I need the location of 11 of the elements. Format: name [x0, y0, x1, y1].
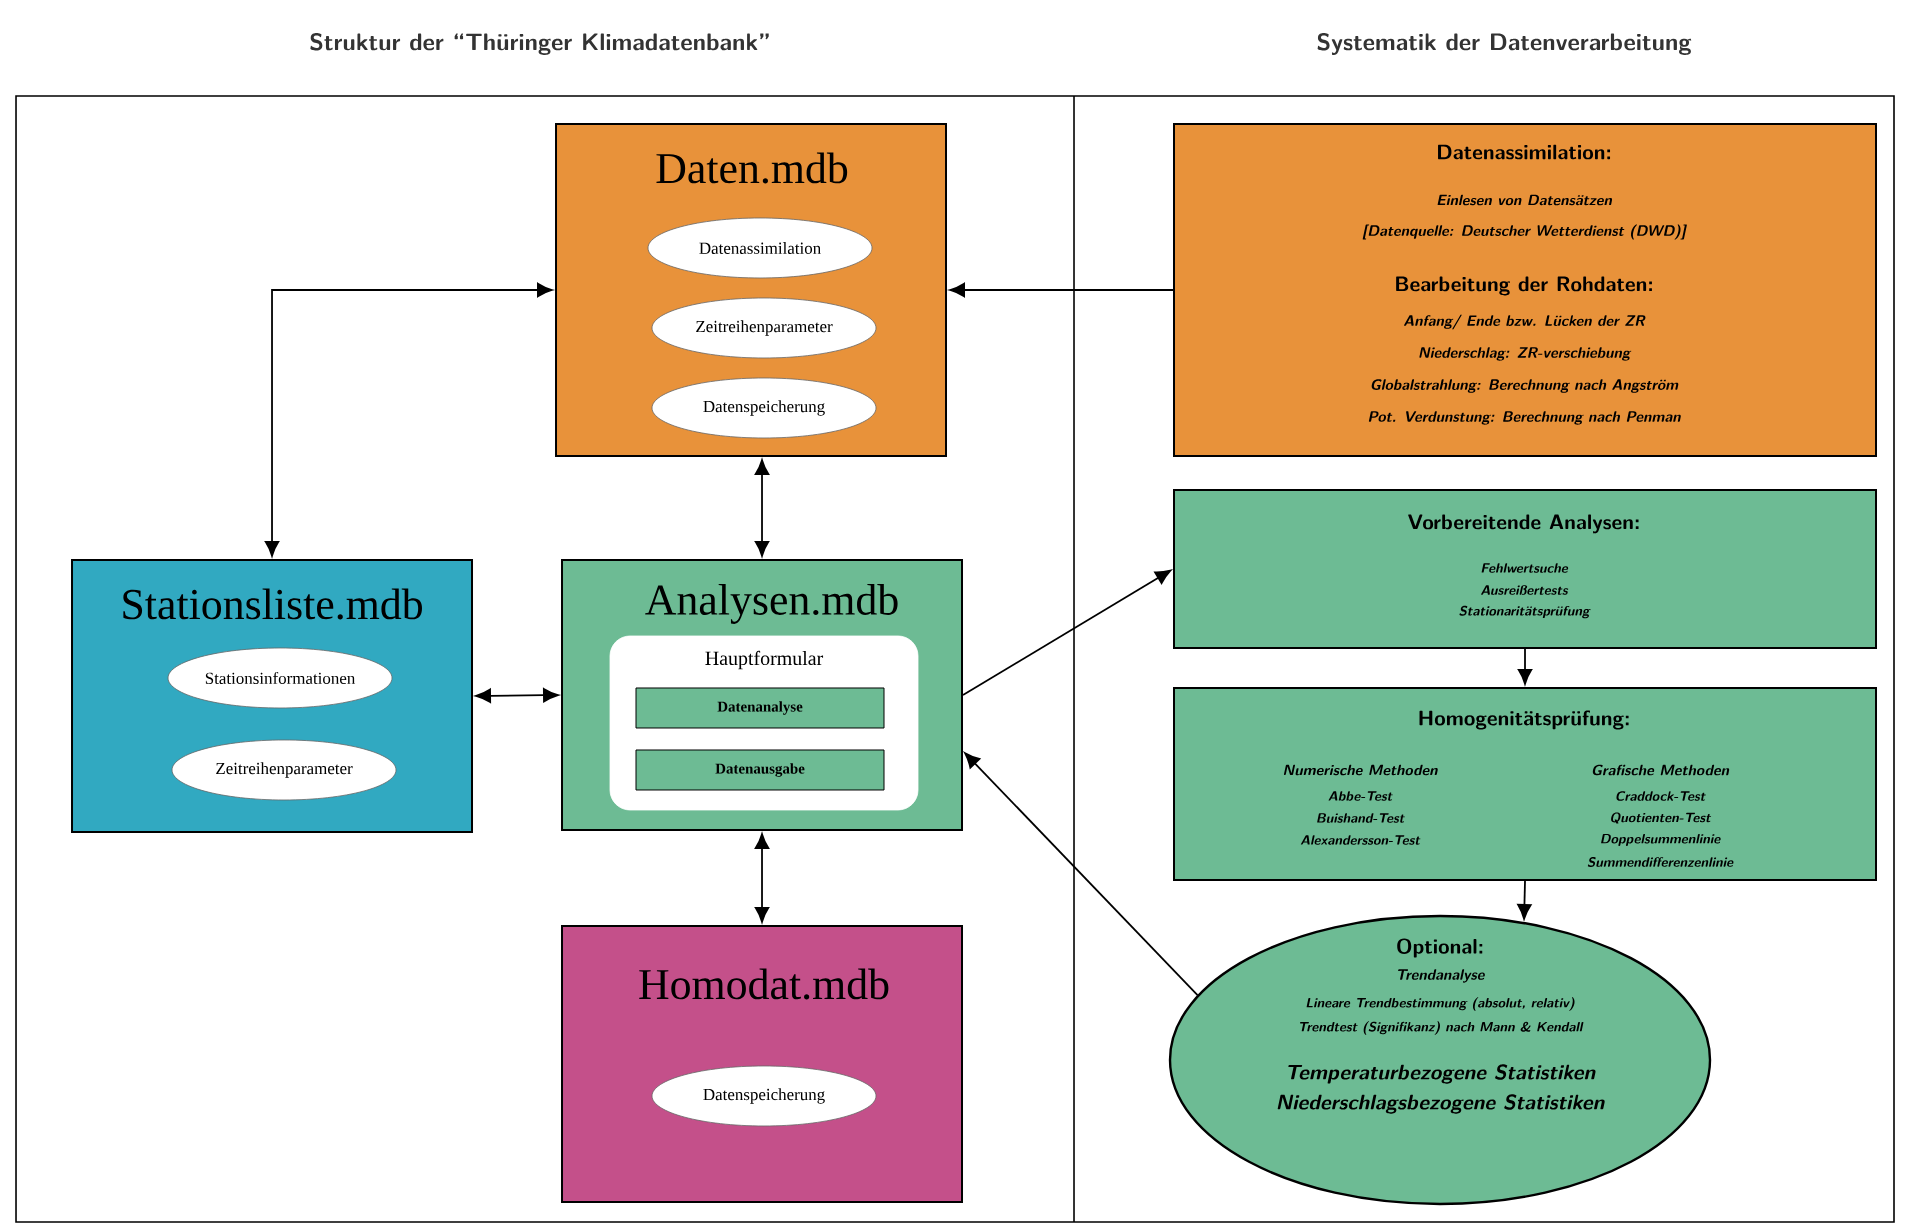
- column-heading: Systematik der Datenverarbeitung: [1317, 32, 1692, 56]
- arrow: [964, 752, 1199, 996]
- arrow: [754, 833, 770, 923]
- arrow: [949, 282, 1174, 298]
- arrow: [264, 282, 553, 557]
- arrow: [1517, 880, 1532, 920]
- arrow: [962, 569, 1172, 696]
- column-heading: Struktur der “Thüringer Klimadatenbank”: [310, 32, 769, 56]
- arrow: [1517, 648, 1533, 685]
- arrow: [475, 688, 559, 703]
- arrow: [754, 459, 770, 557]
